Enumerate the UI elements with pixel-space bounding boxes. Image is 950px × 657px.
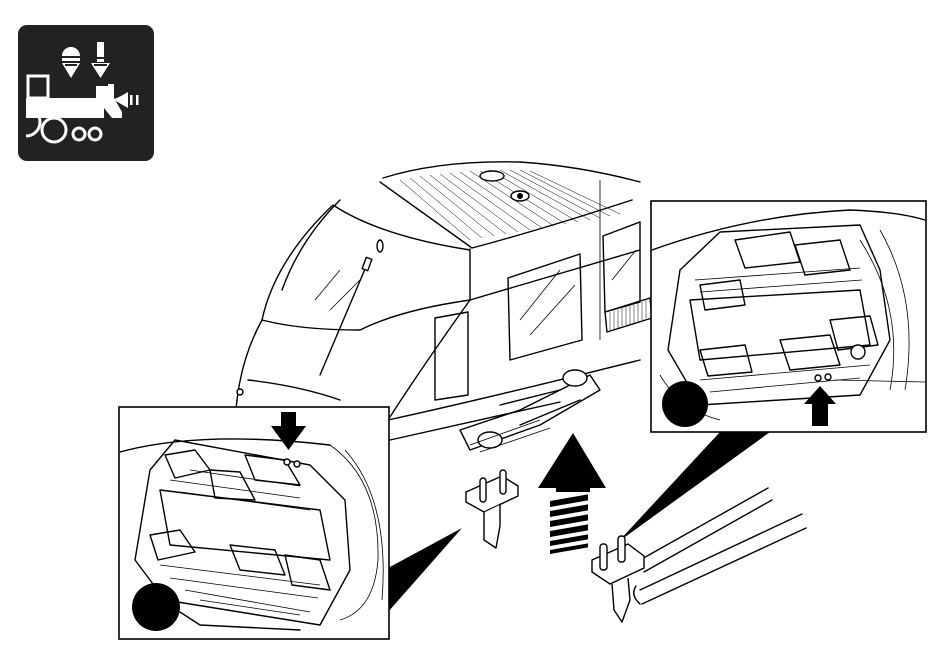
- roof-grille: [400, 170, 620, 240]
- side-vent: [605, 298, 652, 332]
- insert-direction-arrow: [538, 433, 606, 554]
- bogie-detail-left: [119, 407, 389, 639]
- railcar-body: [236, 162, 652, 440]
- callout-wedge-left: [388, 528, 462, 612]
- steam-locomotive-function-icon: [18, 25, 154, 161]
- undercarriage-bogie: [460, 370, 600, 452]
- callout-wedge-right: [618, 432, 770, 542]
- contact-pickup-shoe: [466, 470, 518, 548]
- bogie-detail-right: [651, 201, 926, 432]
- black-dot-marker: [662, 381, 708, 427]
- contact-pickup-shoe-held: [592, 536, 644, 622]
- black-dot-marker: [132, 583, 180, 631]
